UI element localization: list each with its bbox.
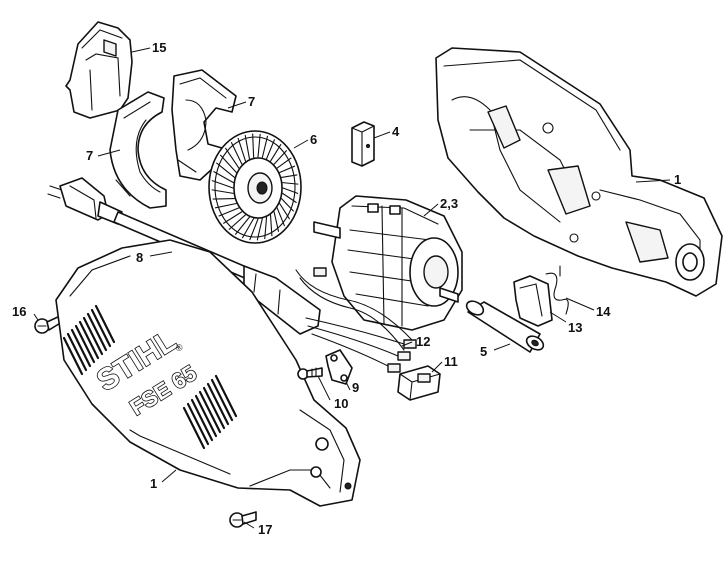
vent-slot [198, 390, 222, 434]
fan-blade [223, 211, 243, 224]
part-4-connector[interactable] [351, 121, 375, 167]
fan-blade [282, 192, 297, 203]
fan-blade [282, 187, 299, 194]
fan-blade [216, 162, 236, 178]
fan-blade [279, 202, 290, 220]
fan-blade [266, 139, 275, 160]
vent-slot [214, 374, 238, 418]
callout-5: 5 [480, 344, 487, 359]
fan-blade [257, 133, 261, 158]
callout-12: 12 [416, 334, 430, 349]
vent-slot [210, 378, 234, 422]
part-5-cylinder[interactable] [464, 298, 546, 353]
fan-blade [276, 157, 292, 169]
part-13-clip[interactable] [513, 275, 553, 327]
fan-blade [241, 217, 255, 239]
vent-slot [86, 312, 108, 352]
fan-blade [235, 216, 250, 235]
callout-6: 6 [310, 132, 317, 147]
fan-blade [273, 150, 287, 165]
part-15-bracket[interactable] [65, 21, 133, 119]
part-9-cable-clamp[interactable] [325, 349, 353, 385]
callout-4: 4 [392, 124, 400, 139]
callout-16: 16 [12, 304, 26, 319]
part-7-fan-shroud-left[interactable] [109, 91, 167, 209]
fan-blade [237, 137, 247, 162]
part-2-3-motor[interactable] [313, 195, 463, 331]
fan-blade [280, 174, 298, 178]
vent-slot [186, 402, 210, 446]
vent-slot [62, 336, 84, 376]
callout-1-top: 1 [674, 172, 681, 187]
fan-blade [225, 147, 240, 169]
fan-blade [269, 144, 282, 162]
fan-blade [213, 171, 234, 184]
fan-blade [276, 207, 285, 227]
fan-blade [228, 214, 247, 230]
vent-slot [74, 324, 96, 364]
part-1-housing-right[interactable] [435, 47, 723, 297]
fan-blade [249, 218, 259, 241]
fan-blade [282, 182, 299, 185]
part-6-fan-wheel[interactable] [208, 130, 302, 244]
fan-blade [256, 217, 263, 241]
fan-blade [218, 207, 240, 217]
fan-blade [244, 134, 250, 160]
callout-8: 8 [136, 250, 143, 265]
fan-blade [269, 214, 273, 237]
callout-2-3: 2,3 [440, 196, 458, 211]
fan-blade [214, 202, 237, 209]
callout-17: 17 [258, 522, 272, 537]
part-17-screw[interactable] [229, 511, 257, 528]
vent-slot [90, 308, 112, 348]
callout-labels: 15 7 7 6 4 1 2,3 8 16 12 11 5 13 14 9 10… [12, 40, 681, 537]
vent-slot [182, 406, 206, 450]
callout-13: 13 [568, 320, 582, 335]
vent-slot [78, 320, 100, 360]
fan-blade [230, 142, 243, 165]
vent-slot [194, 394, 218, 438]
callout-7-right: 7 [248, 94, 255, 109]
callout-1-bottom: 1 [150, 476, 157, 491]
vent-slot [94, 304, 116, 344]
fan-blade [211, 189, 234, 194]
fan-blade [252, 133, 255, 159]
vent-slot [206, 382, 230, 426]
leader-lines [33, 47, 671, 529]
fan-blade [211, 180, 234, 189]
callout-10: 10 [334, 396, 348, 411]
callout-15: 15 [152, 40, 166, 55]
part-14-spring[interactable] [545, 265, 569, 315]
vent-slot [190, 398, 214, 442]
fan-blade [220, 154, 237, 174]
fan-blade [273, 211, 280, 232]
registered-mark: ® [174, 342, 185, 354]
callout-9: 9 [352, 380, 359, 395]
callout-14: 14 [596, 304, 611, 319]
fan-blade [264, 216, 268, 240]
part-1-housing-left[interactable]: STIHL ® FSE 65 [55, 239, 361, 507]
part-11-switch[interactable] [397, 365, 441, 401]
callout-11: 11 [444, 354, 458, 369]
callout-7-left: 7 [86, 148, 93, 163]
vent-slot [82, 316, 104, 356]
vent-slot [70, 328, 92, 368]
vent-slot [66, 332, 88, 372]
fan-blade [279, 165, 296, 174]
fan-blade [280, 198, 294, 212]
part-10-screw[interactable] [297, 367, 323, 380]
fan-blade [261, 135, 269, 159]
vent-slot [202, 386, 226, 430]
